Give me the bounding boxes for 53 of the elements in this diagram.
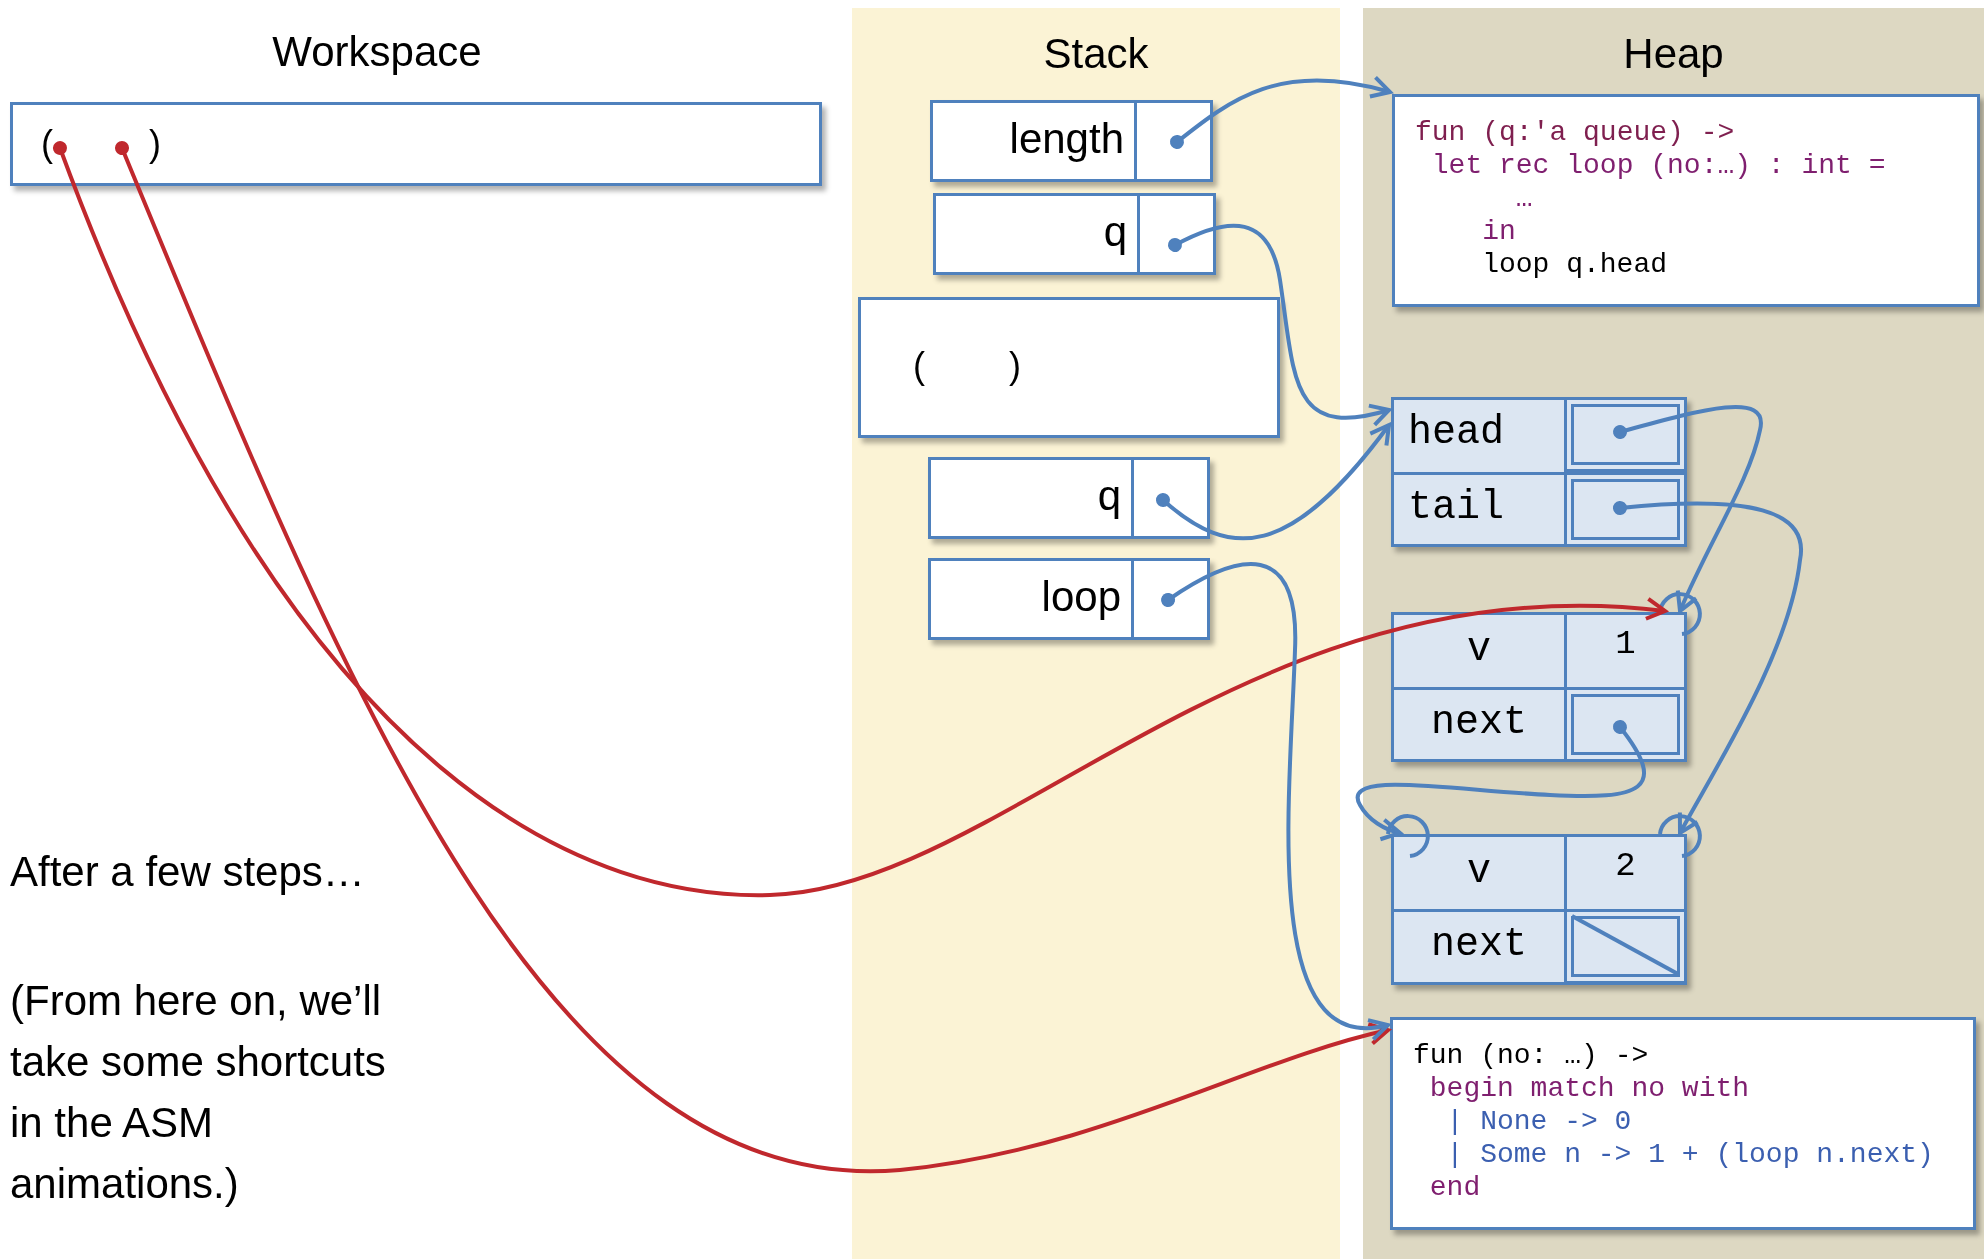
pointer-arrow: [1168, 223, 1391, 427]
field-name: next: [1430, 700, 1528, 745]
parenthesis: ): [149, 123, 161, 165]
variable-name: loop: [1041, 573, 1121, 621]
variable-name: q: [1103, 208, 1127, 256]
field-name: v: [1466, 627, 1492, 672]
code-line: | None -> 0: [1446, 1106, 1632, 1137]
code-line: begin match no with: [1429, 1073, 1750, 1104]
pointer-arrow: [1613, 405, 1763, 613]
code-box: [1392, 94, 1980, 307]
band-title: Heap: [1622, 30, 1725, 78]
field-name: v: [1466, 849, 1492, 894]
code-line: …: [1515, 183, 1533, 214]
code-line: let rec loop (no:…) : int =: [1431, 150, 1886, 181]
pointer-arrow: [1356, 720, 1646, 841]
pointer-arrow: [53, 141, 1667, 897]
queue-record: [1391, 397, 1687, 547]
code-line: end: [1429, 1172, 1481, 1203]
note-text: After a few steps…: [10, 848, 365, 896]
stack-slot: [928, 457, 1210, 539]
stack-frame-box: [858, 297, 1280, 438]
list-node-record: [1391, 612, 1687, 762]
parenthesis: (: [41, 123, 53, 165]
band-title: Stack: [1042, 30, 1150, 78]
stack-slot: [928, 558, 1210, 640]
parenthesis: ): [1009, 345, 1021, 387]
code-line: loop q.head: [1482, 249, 1668, 280]
note-text: (From here on, we’ll take some shortcuts in the ASM animations.): [10, 976, 387, 1209]
stack-slot: [930, 100, 1213, 182]
pointer-arrow: [1170, 75, 1392, 149]
list-node-record: [1391, 834, 1687, 985]
memory-band: [1363, 8, 1984, 1259]
field-value: 2: [1614, 847, 1637, 885]
pointer-arrow: [1156, 423, 1391, 541]
field-name: tail: [1408, 485, 1504, 530]
pointer-arrow: [115, 141, 1390, 1172]
panel-title: Workspace: [271, 28, 483, 76]
workspace-box: [10, 102, 822, 186]
code-box: [1390, 1017, 1976, 1230]
code-line: in: [1482, 216, 1516, 247]
stack-slot: [933, 193, 1216, 275]
field-name: head: [1408, 410, 1504, 455]
code-line: | Some n -> 1 + (loop n.next): [1446, 1139, 1934, 1170]
code-line: fun (q:'a queue) ->: [1415, 117, 1735, 148]
code-line: fun (no: …) ->: [1413, 1040, 1649, 1071]
variable-name: q: [1097, 472, 1121, 520]
field-name: next: [1430, 922, 1528, 967]
pointer-arrow: [1613, 501, 1803, 835]
variable-name: length: [1009, 115, 1124, 163]
pointer-arrow: [1161, 562, 1390, 1039]
field-value: 1: [1614, 625, 1637, 663]
memory-band: [852, 8, 1340, 1259]
parenthesis: (: [913, 345, 925, 387]
